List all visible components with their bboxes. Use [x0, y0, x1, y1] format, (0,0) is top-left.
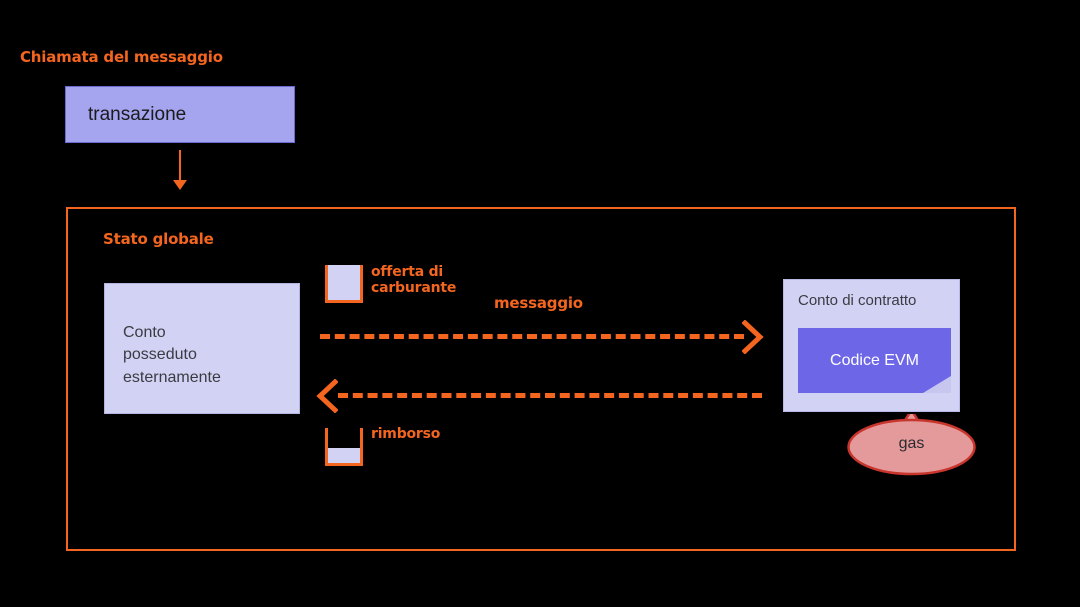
transaction-box-label: transazione [88, 103, 187, 125]
refund-beaker-fill [328, 448, 360, 463]
fuel-offer-beaker-fill [328, 265, 360, 300]
global-state-frame [66, 207, 1016, 551]
fuel-offer-beaker-icon [325, 265, 363, 303]
chevron-right-icon [742, 320, 764, 354]
message-label: messaggio [494, 294, 583, 312]
transaction-arrow-head-icon [173, 180, 187, 190]
message-arrow-shaft-right [320, 334, 744, 339]
gas-callout-shape [846, 414, 977, 476]
fuel-offer-label: offerta di carburante [371, 264, 457, 296]
contract-account-box: Conto di contratto Codice EVM [783, 279, 960, 412]
diagram-title: Chiamata del messaggio [20, 48, 223, 66]
global-state-label: Stato globale [103, 230, 214, 248]
refund-label: rimborso [371, 426, 441, 442]
gas-label: gas [898, 435, 925, 452]
externally-owned-account-box: Conto posseduto esternamente [104, 283, 300, 414]
evm-code-document: Codice EVM [798, 328, 951, 393]
chevron-left-icon [316, 379, 338, 413]
contract-account-label: Conto di contratto [798, 292, 917, 309]
transaction-box: transazione [65, 86, 295, 143]
message-arrow-shaft-left [338, 393, 762, 398]
refund-beaker-icon [325, 428, 363, 466]
transaction-arrow-shaft [179, 150, 181, 183]
externally-owned-account-label: Conto posseduto esternamente [123, 323, 221, 387]
evm-code-label: Codice EVM [830, 351, 919, 369]
